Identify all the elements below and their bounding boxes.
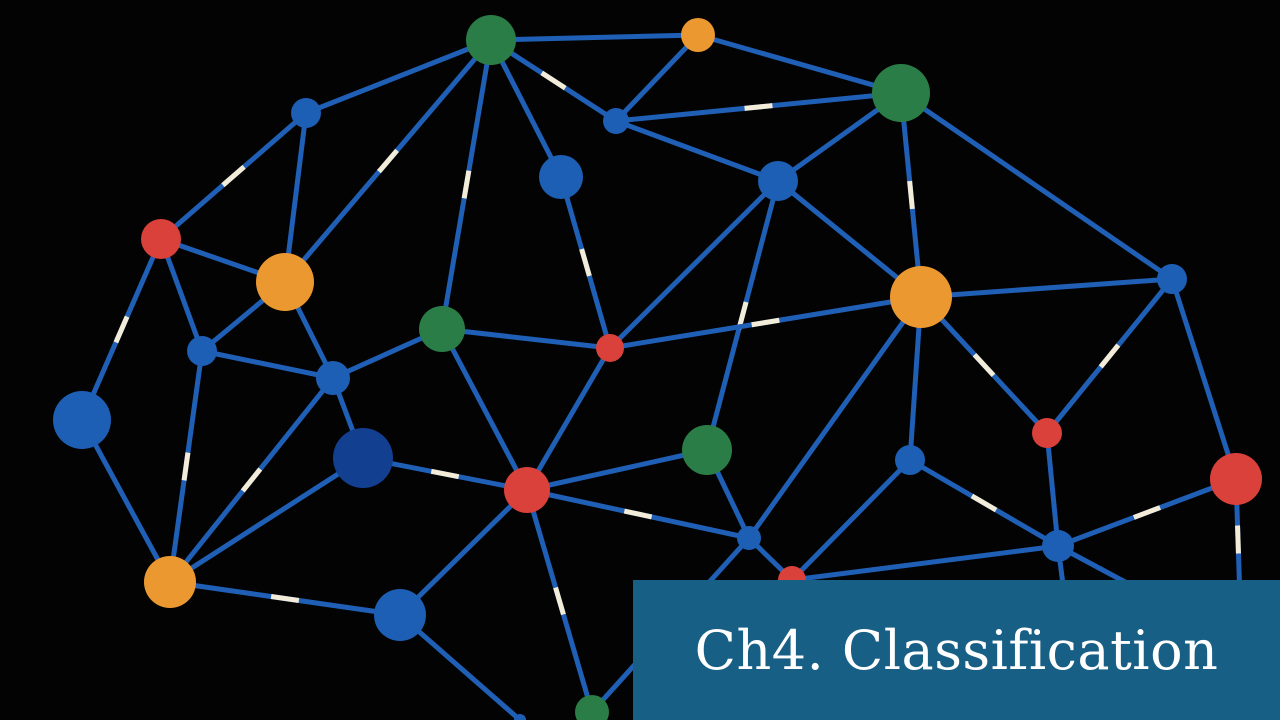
- network-edge: [746, 294, 924, 541]
- network-node: [53, 391, 111, 449]
- network-edge: [79, 417, 173, 585]
- network-edge: [789, 457, 913, 583]
- network-node: [141, 219, 181, 259]
- slide-title: Ch4. Classification: [694, 618, 1219, 682]
- network-node: [466, 15, 516, 65]
- title-bar: Ch4. Classification: [633, 580, 1280, 720]
- network-node: [333, 428, 393, 488]
- network-node: [316, 361, 350, 395]
- network-edge: [898, 90, 1175, 282]
- network-node: [1032, 418, 1062, 448]
- network-edge-marker: [744, 103, 773, 111]
- network-node: [144, 556, 196, 608]
- network-edge: [524, 447, 710, 493]
- network-node: [895, 445, 925, 475]
- network-edge: [524, 345, 613, 493]
- network-edge-marker: [377, 148, 399, 174]
- network-edge: [303, 37, 494, 116]
- network-edge-marker: [972, 353, 996, 377]
- network-edge: [167, 455, 366, 585]
- network-node: [539, 155, 583, 199]
- network-node: [1210, 453, 1262, 505]
- network-node: [890, 266, 952, 328]
- network-edge: [439, 326, 613, 351]
- network-edge-marker: [461, 170, 472, 199]
- network-edge-marker: [1235, 525, 1241, 554]
- network-edge: [789, 543, 1061, 583]
- network-node: [256, 253, 314, 311]
- network-edge: [439, 326, 530, 493]
- network-node: [1157, 264, 1187, 294]
- network-node: [603, 108, 629, 134]
- network-edge-marker: [1133, 505, 1161, 520]
- network-edge: [488, 32, 701, 43]
- network-nodes: [53, 15, 1262, 720]
- network-node: [1042, 530, 1074, 562]
- network-edge-marker: [270, 594, 300, 603]
- network-node: [682, 425, 732, 475]
- network-edge-marker: [113, 315, 130, 344]
- network-edge-marker: [579, 248, 592, 277]
- network-node: [758, 161, 798, 201]
- network-edge: [199, 348, 336, 381]
- network-edge-marker: [540, 70, 567, 91]
- network-node: [291, 98, 321, 128]
- network-edge: [1044, 430, 1061, 549]
- network-node: [187, 336, 217, 366]
- network-edge: [918, 276, 1175, 300]
- network-edge: [695, 32, 904, 96]
- network-node: [872, 64, 930, 122]
- network-edge-marker: [553, 586, 566, 616]
- network-edge-marker: [181, 452, 191, 481]
- network-edge: [1169, 276, 1239, 482]
- network-edge-marker: [221, 164, 246, 188]
- network-edge: [397, 487, 530, 618]
- network-edge-marker: [970, 493, 998, 513]
- network-node: [374, 589, 426, 641]
- network-node: [681, 18, 715, 52]
- network-node: [737, 526, 761, 550]
- network-node: [504, 467, 550, 513]
- network-node: [514, 714, 526, 720]
- network-edge-marker: [1098, 343, 1121, 369]
- network-edges: [79, 32, 1243, 720]
- network-edge-marker: [751, 317, 780, 328]
- network-edge: [488, 37, 564, 180]
- network-node: [575, 695, 609, 720]
- network-edge: [397, 612, 523, 720]
- network-edge: [613, 32, 701, 124]
- network-node: [596, 334, 624, 362]
- network-edge: [613, 118, 781, 184]
- network-edge-marker: [240, 467, 263, 493]
- network-edge-marker: [623, 508, 653, 520]
- network-edge-marker: [907, 180, 915, 210]
- network-node: [419, 306, 465, 352]
- network-edge: [607, 178, 781, 351]
- network-edge-marker: [430, 468, 460, 480]
